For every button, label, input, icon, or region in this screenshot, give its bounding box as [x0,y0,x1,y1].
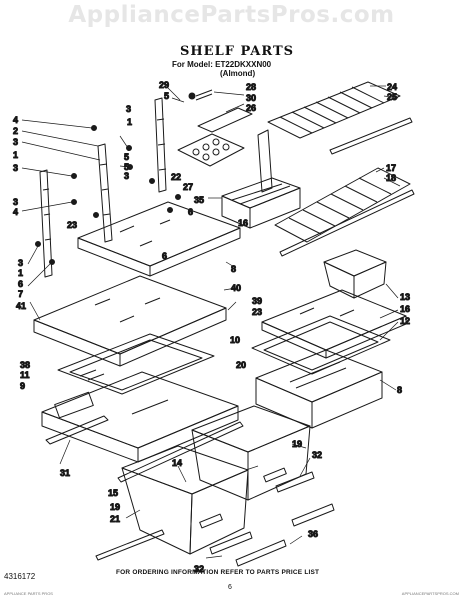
drawer-trims [209,471,335,567]
callout-label: 13 [400,292,410,302]
callout-label: 23 [67,220,77,230]
callout-label: 6 [162,251,167,261]
upper-left-glass-shelf [77,201,241,277]
diagram-title: SHELF PARTS [180,44,295,59]
callout-label: 22 [171,172,181,182]
small-bin [323,249,387,299]
callout-label: 32 [194,564,204,574]
callout-label: 26 [246,103,256,113]
lower-left-glass-shelf [33,275,227,367]
callout-label: 19 [110,502,120,512]
callout-label: 21 [110,514,120,524]
callout-label: 15 [108,488,118,498]
callout-label: 16 [238,218,248,228]
callout-label: 1 [13,150,18,160]
crisper-cover-frame [57,333,215,395]
callout-label: 9 [20,381,25,391]
callout-label: 7 [18,289,23,299]
callout-label: 5 [164,91,169,101]
callout-label: 3 [126,104,131,114]
fine-print-right: APPLIANCEPARTSPROS.COM [401,591,459,596]
crisper-support-frame [41,371,239,463]
drawer-rails [45,415,244,561]
callout-label: 8 [397,385,402,395]
screws [35,92,196,265]
callout-label: 20 [236,360,246,370]
right-deli-drawer [255,349,383,429]
meat-drawer [221,177,301,229]
page-number: 6 [228,584,232,591]
ordering-note: FOR ORDERING INFORMATION REFER TO PARTS … [116,569,320,576]
callout-label: 23 [252,307,262,317]
fine-print-left: APPLIANCE PARTS PROS [4,591,53,596]
callout-label: 1 [127,117,132,127]
callout-label: 3 [13,137,18,147]
top-wire-shelf [267,81,413,155]
callout-label: 10 [230,335,240,345]
callout-label: 16 [400,304,410,314]
callout-label: 2 [13,126,18,136]
right-shelf-frame [251,315,391,375]
callout-label: 11 [20,370,30,380]
document-number: 4316172 [4,572,36,581]
left-rail-outer [39,169,53,278]
callout-label: 36 [308,529,318,539]
callout-label: 35 [194,195,204,205]
callout-label: 32 [312,450,322,460]
callout-label: 4 [13,207,18,217]
callout-label: 24 [387,82,397,92]
callout-label: 3 [13,163,18,173]
callout-label: 29 [159,80,169,90]
callout-label: 1 [18,268,23,278]
callout-label: 5 [124,152,129,162]
callout-label: 39 [252,296,262,306]
callout-label: 30 [246,93,256,103]
callout-label: 14 [172,458,182,468]
left-rail-inner [97,143,113,243]
callout-label: 6 [18,279,23,289]
callout-labels: 29 5 3 1 3 4 2 3 1 5 3 5 3 4 23 6 3 1 6 … [13,80,411,575]
callout-label: 8 [231,264,236,274]
mid-wire-shelf [257,129,415,257]
egg-tray [177,89,253,167]
callout-label: 3 [13,197,18,207]
callout-label: 25 [387,92,397,102]
callout-label: 12 [400,316,410,326]
callout-label: 28 [246,82,256,92]
callout-label: 18 [386,173,396,183]
center-rail [154,97,167,193]
callout-label: 19 [292,439,302,449]
leader-lines [21,85,401,559]
callout-label: 3 [124,171,129,181]
callout-label: 40 [231,283,241,293]
right-glass-shelf [261,289,407,359]
callout-label: 17 [386,163,396,173]
model-color: (Almond) [220,69,256,78]
callout-label: 41 [16,301,26,311]
callout-label: 5 [124,162,129,172]
callout-label: 6 [188,207,193,217]
callout-label: 4 [13,115,18,125]
watermark: AppliancePartsPros.com [68,2,395,28]
callout-label: 27 [183,182,193,192]
callout-label: 31 [60,468,70,478]
callout-label: 3 [18,258,23,268]
model-number: For Model: ET22DKXXN00 [172,60,272,69]
callout-label: 38 [20,360,30,370]
